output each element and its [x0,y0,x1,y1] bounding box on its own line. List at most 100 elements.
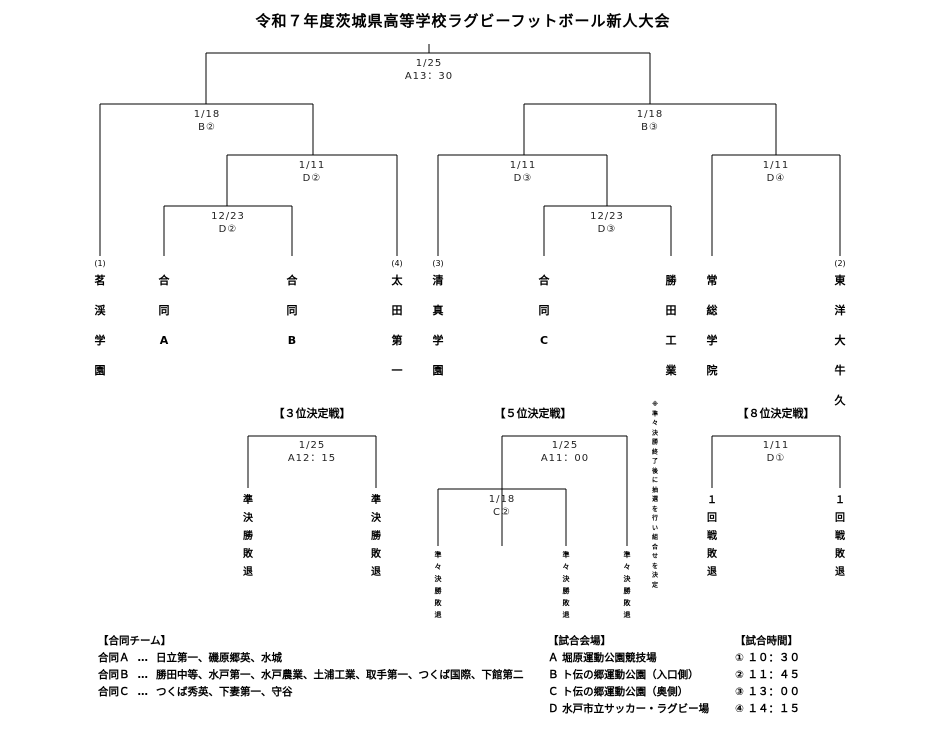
venues-section: 【試合会場】 Ａ 堀原運動公園競技場 Ｂ ト伝の郷運動公園（入口側） Ｃ ト伝の… [548,633,709,718]
fifth-place-slot: 準々決勝敗退 [560,549,572,621]
vertical-char: 学 [706,334,718,347]
vertical-char: せ [651,553,658,560]
third-place-right-slot: 準決勝敗退 [368,492,384,582]
seed-label: (4) [391,259,403,268]
vertical-char: 退 [707,567,717,578]
joint-team-members: 日立第一、磯原郷英、水城 [156,652,282,664]
fifth-place-match-label: 1/25 A11：00 [505,439,625,465]
first-round-left-match-label: 12/23 D② [168,210,288,236]
final-venue: A13：30 [404,71,454,82]
vertical-char: 敗 [243,549,253,560]
vertical-char: 工 [665,334,677,347]
fifth-place-sub-venue: C② [493,507,511,518]
vertical-char: 準 [623,551,631,559]
vertical-char: 後 [651,467,658,475]
joint-team-dots: … [137,669,149,681]
vertical-char: 敗 [371,549,381,560]
vertical-char: 牛 [834,364,846,377]
eighth-place-title: 【８位決定戦】 [737,407,815,420]
vertical-char: を [651,505,658,513]
vertical-char: 勝 [665,274,677,287]
vertical-char: 決 [371,513,381,524]
semi-right-match-label: 1/18 B③ [590,108,710,134]
final-date: 1/25 [415,58,443,69]
third-place-venue: A12：15 [287,453,337,464]
vertical-char: 決 [562,575,570,583]
eighth-place-date: 1/11 [762,440,790,451]
vertical-char: 々 [651,420,658,427]
vertical-char: 決 [623,575,631,583]
vertical-char: 園 [94,364,106,377]
time-row: ④ １４：１５ [735,701,800,718]
vertical-char: 太 [391,274,403,287]
venue-name: ト伝の郷運動公園（入口側） [562,669,699,681]
first-round-left-date: 12/23 [211,211,245,222]
vertical-char: 退 [623,611,631,619]
vertical-char: 退 [243,567,253,578]
venues-heading: 【試合会場】 [548,635,611,647]
first-round-right-venue: D③ [597,224,617,235]
vertical-char: 合 [286,274,298,287]
vertical-char: 合 [538,274,550,287]
vertical-char: 敗 [623,599,631,607]
seed-label: (2) [834,259,846,268]
venue-code: Ｃ [548,686,559,698]
vertical-char: 清 [432,274,444,287]
fifth-place-slot: 準々決勝敗退 [432,549,444,621]
vertical-char: 選 [651,496,658,503]
vertical-char: 定 [651,581,658,589]
team-name: 勝田工業 [661,266,681,386]
quarter-left-match-label: 1/11 D② [252,159,372,185]
first-round-right-date: 12/23 [590,211,624,222]
vertical-char: 園 [432,364,444,377]
vertical-char: 真 [432,304,444,317]
vertical-char: 同 [286,304,298,317]
fifth-place-slot: 準々決勝敗退 [621,549,633,621]
times-section: 【試合時間】 ① １０：３０ ② １１：４５ ③ １３：００ ④ １４：１５ [735,633,800,718]
joint-team-row: 合同Ｃ…つくば秀英、下妻第一、守谷 [98,684,524,701]
vertical-char: １ [835,495,845,506]
joint-teams-section: 【合同チーム】 合同Ａ…日立第一、磯原郷英、水城 合同Ｂ…勝田中等、水戸第一、水… [98,633,524,701]
vertical-char: 洋 [834,304,846,317]
seed-label: (3) [432,259,444,268]
vertical-char: 決 [434,575,442,583]
semi-right-date: 1/18 [636,109,664,120]
vertical-char: 準 [651,410,658,418]
team-name: 東洋大牛久 [830,266,850,416]
vertical-char: 勝 [243,531,253,542]
vertical-char: 決 [651,572,658,579]
quarter-right-match-label: 1/11 D④ [716,159,836,185]
quarter-right-date: 1/11 [762,160,790,171]
vertical-char: 第 [391,334,403,347]
third-place-left-slot: 準決勝敗退 [240,492,256,582]
vertical-char: 敗 [434,599,442,607]
semi-left-date: 1/18 [193,109,221,120]
vertical-char: 終 [651,448,658,456]
vertical-char: 田 [665,304,677,317]
vertical-char: 合 [651,543,658,551]
time-value: １０：３０ [747,652,801,664]
vertical-char: 準 [371,495,381,506]
time-value: １３：００ [747,686,801,698]
vertical-char: 組 [651,534,658,541]
vertical-char: 東 [834,274,846,287]
time-mark: ③ [735,686,744,698]
page-title: 令和７年度茨城県高等学校ラグビーフットボール新人大会 [255,12,671,30]
vertical-char: B [287,334,297,347]
vertical-char: 了 [651,458,658,465]
venue-row: Ｃ ト伝の郷運動公園（奥側） [548,684,709,701]
venue-name: 堀原運動公園競技場 [562,652,657,664]
venue-code: Ｂ [548,669,559,681]
venue-name: 水戸市立サッカー・ラグビー場 [562,703,710,715]
vertical-char: 退 [835,567,845,578]
vertical-char: 茗 [94,274,106,287]
vertical-char: 同 [538,304,550,317]
time-row: ③ １３：００ [735,684,800,701]
quarter-right-venue: D④ [766,173,786,184]
joint-team-dots: … [137,652,149,664]
joint-team-row: 合同Ａ…日立第一、磯原郷英、水城 [98,650,524,667]
vertical-char: い [651,524,658,532]
joint-team-dots: … [137,686,149,698]
